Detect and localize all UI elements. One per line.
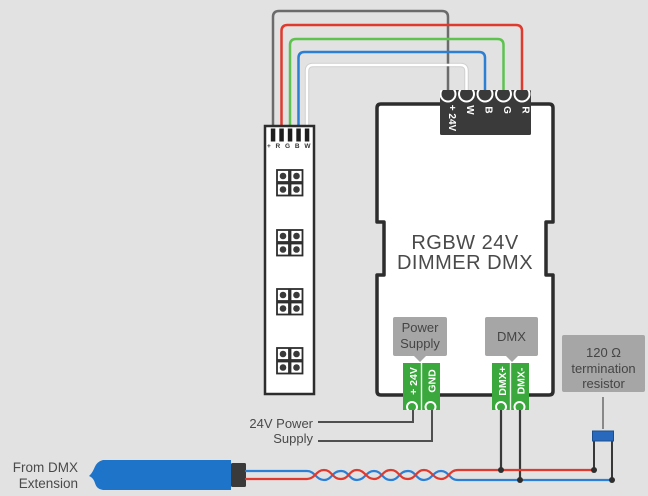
led-strip-pin-labels: + R G B W [266,143,313,150]
wire-white [305,63,468,133]
top-terminal-label-b: B [483,106,494,113]
callout-dmx: DMX [485,317,538,362]
callout-resistor-line1: 120 Ω [585,345,622,360]
terminal-label-dmx-plus: DMX+ [497,366,509,395]
label-psu-line1: 24V Power [249,416,313,431]
led-strip-pins [270,128,310,142]
callout-termination-resistor: 120 Ω termination resistor [562,335,645,392]
led-strip [263,124,316,396]
top-terminal-label-24v: + 24V [446,105,457,132]
callout-resistor-line3: resistor [582,376,625,391]
led-group [276,169,304,197]
resistor-leads [593,440,613,480]
resistor-body [592,430,614,442]
top-connector: + 24V W B G R [440,90,531,135]
dmx-wire-red [244,468,596,481]
terminal-label-plus24v: + 24V [408,367,420,395]
cable-connector [231,463,246,487]
led-group [276,288,304,316]
label-from-dmx-extension: From DMX Extension [0,460,78,491]
termination-resistor [592,397,614,480]
callout-pointer [504,355,519,362]
junction-dot [498,467,504,473]
label-ext-line2: Extension [18,475,78,491]
junction-dot [591,467,597,473]
junction-dots [498,467,615,483]
junction-dot [517,477,523,483]
wire-green [288,37,505,133]
top-terminal-label-r: R [520,106,531,114]
callout-power-supply-line2: Supply [400,336,440,351]
top-connector-terminals [440,90,531,103]
callout-pointer [413,355,427,362]
terminal-label-gnd: GND [427,369,439,393]
wire-red [280,23,524,133]
dimmer-title-line2: DIMMER DMX [396,252,534,274]
terminal-label-dmx-minus: DMX- [516,367,528,394]
dimmer-title-line1: RGBW 24V [411,232,519,254]
wire-bundle [271,9,524,133]
dmx-cable [89,460,231,490]
twisted-pair [244,468,614,482]
psu-leader-lines [318,409,433,442]
callout-power-supply-line1: Power [401,320,439,335]
callout-power-supply: Power Supply [393,317,447,362]
top-terminal-label-w: W [464,105,475,115]
label-ext-line1: From DMX [12,460,78,475]
label-24v-power-supply: 24V Power Supply [230,416,313,446]
dmx-terminal-stubs [499,409,522,480]
wire-blue [297,50,487,133]
power-terminal-block: + 24V GND [403,363,440,410]
led-groups [276,169,304,375]
top-terminal-label-g: G [501,106,512,114]
callout-dmx-label: DMX [497,329,526,344]
dmx-terminal-block: DMX+ DMX- [492,363,529,410]
led-group [276,347,304,375]
label-psu-line2: Supply [273,431,313,446]
wire-24v-plus [271,9,450,133]
callout-resistor-line2: termination [571,360,636,376]
led-group [276,229,304,257]
junction-dot [609,477,615,483]
